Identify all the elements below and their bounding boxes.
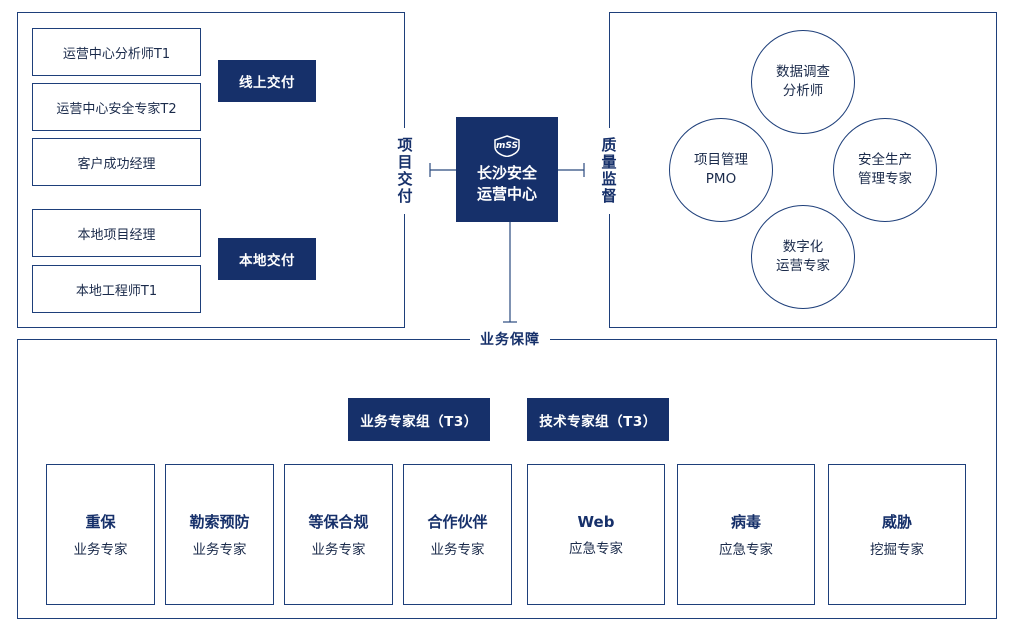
circle-line1: 项目管理 — [694, 152, 748, 168]
circle-line1: 安全生产 — [858, 152, 912, 168]
logo-text: mSS — [495, 140, 519, 151]
mss-logo: mSS — [492, 134, 522, 157]
tech-group-box: 技术专家组（T3） — [527, 398, 669, 441]
business-group-box: 业务专家组（T3） — [348, 398, 490, 441]
expert-card: 合作伙伴 业务专家 — [403, 464, 512, 605]
support-label: 业务保障 — [470, 327, 550, 351]
card-title: 重保 — [85, 513, 116, 531]
delivery-label: 项目交付 — [392, 128, 418, 214]
expert-card: 威胁 挖掘专家 — [828, 464, 966, 605]
card-subtitle: 挖掘专家 — [870, 542, 924, 558]
circle-line2: 运营专家 — [776, 258, 830, 274]
quality-label: 质量监督 — [596, 128, 622, 214]
card-subtitle: 应急专家 — [569, 540, 623, 557]
card-title: Web — [577, 512, 615, 531]
card-title: 威胁 — [881, 513, 912, 531]
card-subtitle: 业务专家 — [73, 542, 128, 558]
expert-card: 等保合规 业务专家 — [284, 464, 393, 605]
role-box: 本地工程师T1 — [32, 265, 201, 313]
role-circle: 项目管理 PMO — [669, 118, 773, 222]
card-subtitle: 业务专家 — [311, 542, 366, 558]
operations-center: mSS 长沙安全 运营中心 — [456, 117, 558, 222]
card-title: 病毒 — [730, 513, 761, 531]
role-box: 本地项目经理 — [32, 209, 201, 257]
center-title-line1: 长沙安全 — [476, 163, 537, 182]
card-subtitle: 业务专家 — [430, 542, 485, 558]
local-delivery-box: 本地交付 — [218, 238, 316, 280]
circle-line1: 数据调查 — [776, 64, 830, 80]
expert-card: 病毒 应急专家 — [677, 464, 815, 605]
card-subtitle: 业务专家 — [192, 542, 247, 558]
center-title-line2: 运营中心 — [476, 184, 537, 203]
circle-line1: 数字化 — [782, 239, 824, 255]
expert-card: 勒索预防 业务专家 — [165, 464, 274, 605]
role-box: 运营中心分析师T1 — [32, 28, 201, 76]
role-circle: 安全生产 管理专家 — [833, 118, 937, 222]
online-delivery-box: 线上交付 — [218, 60, 316, 102]
role-box: 客户成功经理 — [32, 138, 201, 186]
role-circle: 数据调查 分析师 — [751, 30, 855, 134]
circle-line2: PMO — [705, 171, 737, 187]
role-circle: 数字化 运营专家 — [751, 205, 855, 309]
expert-card: 重保 业务专家 — [46, 464, 155, 605]
shield-logo-icon — [494, 134, 520, 157]
expert-card: Web 应急专家 — [527, 464, 665, 605]
circle-line2: 管理专家 — [858, 171, 912, 187]
card-title: 等保合规 — [308, 513, 369, 531]
card-subtitle: 应急专家 — [719, 542, 773, 558]
card-title: 勒索预防 — [189, 513, 250, 531]
circle-line2: 分析师 — [782, 83, 824, 99]
role-box: 运营中心安全专家T2 — [32, 83, 201, 131]
card-title: 合作伙伴 — [427, 513, 488, 531]
